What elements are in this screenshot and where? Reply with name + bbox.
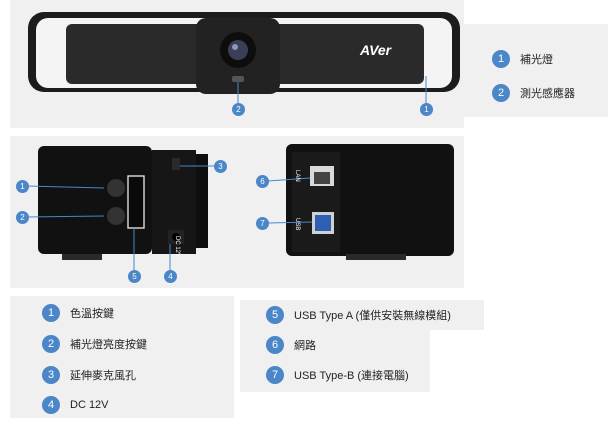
bottom-legend-item-2: 2 補光燈亮度按鍵 [42,335,147,353]
left-marker-5: 5 [128,270,141,283]
legend-label: 補光燈 [520,54,553,66]
top-legend-item-1: 1 補光燈 [492,50,553,68]
legend-number-badge: 7 [266,366,284,384]
left-marker-2: 2 [16,211,29,224]
dc-port-label: DC 12V [174,236,180,258]
bottom-legend-item-5: 5 USB Type A (僅供安裝無線模組) [266,306,451,324]
legend-number-badge: 1 [42,304,60,322]
top-legend-item-2: 2 測光感應器 [492,84,575,102]
legend-label: DC 12V [70,399,109,411]
legend-number-badge: 5 [266,306,284,324]
left-marker-1: 1 [16,180,29,193]
bottom-legend-item-3: 3 延伸麥克風孔 [42,366,136,384]
legend-label: 延伸麥克風孔 [70,370,136,382]
legend-label: USB Type-B (連接電腦) [294,370,409,382]
right-marker-6: 6 [256,175,269,188]
legend-label: 測光感應器 [520,88,575,100]
bottom-legend-item-6: 6 網路 [266,336,316,354]
usb-port-label: USB [294,218,300,231]
legend-label: 色溫按鍵 [70,308,114,320]
left-marker-4: 4 [164,270,177,283]
legend-label: USB Type A (僅供安裝無線模組) [294,310,451,322]
bottom-legend-item-4: 4 DC 12V [42,396,109,414]
legend-label: 補光燈亮度按鍵 [70,339,147,351]
front-marker-1: 1 [420,103,433,116]
legend-number-badge: 1 [492,50,510,68]
brand-logo: AVer [360,42,392,58]
legend-number-badge: 4 [42,396,60,414]
legend-number-badge: 6 [266,336,284,354]
front-marker-2: 2 [232,103,245,116]
legend-number-badge: 2 [42,335,60,353]
bottom-legend-item-1: 1 色溫按鍵 [42,304,114,322]
left-marker-3: 3 [214,160,227,173]
front-camera-bar [28,12,460,94]
bottom-legend-item-7: 7 USB Type-B (連接電腦) [266,366,409,384]
top-legend-panel [464,24,608,117]
right-side-view [286,144,454,260]
legend-number-badge: 3 [42,366,60,384]
legend-label: 網路 [294,340,316,352]
right-marker-7: 7 [256,217,269,230]
left-side-view [38,146,208,260]
legend-number-badge: 2 [492,84,510,102]
lan-port-label: LAN [294,170,300,182]
